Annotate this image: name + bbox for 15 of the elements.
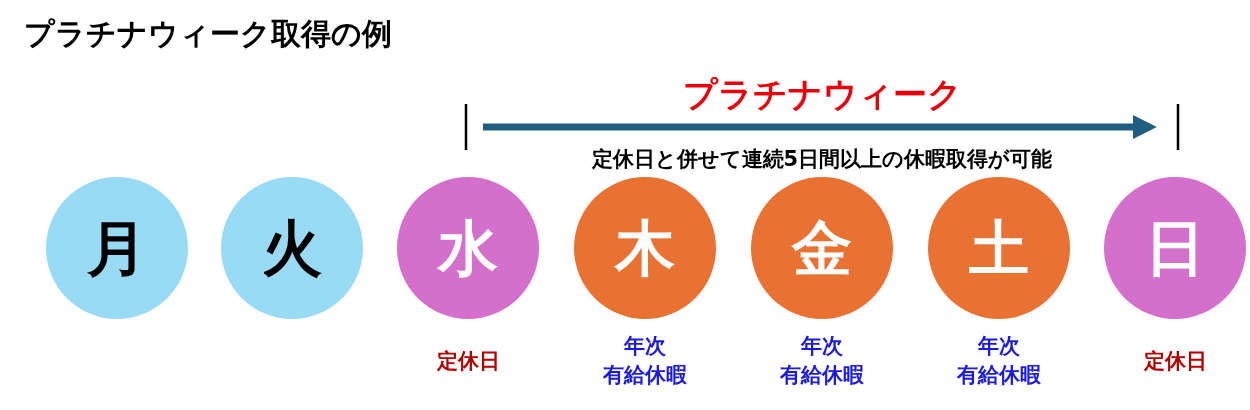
weekday-circle: 月 [46, 177, 188, 319]
weekday-circle: 日 [1104, 177, 1246, 319]
weekday-circle: 金 [751, 177, 893, 319]
range-note: 定休日と併せて連続5日間以上の休暇取得が可能 [591, 146, 1053, 172]
diagram-title: プラチナウィーク取得の例 [24, 15, 392, 53]
weekday-circle: 水 [397, 177, 539, 319]
day-caption: 年次有給休暇 [602, 333, 689, 389]
day-caption: 定休日 [436, 347, 500, 375]
day-caption: 年次有給休暇 [779, 333, 866, 389]
weekday-circle: 木 [574, 177, 716, 319]
day-caption: 年次有給休暇 [956, 333, 1043, 389]
day-caption: 定休日 [1143, 347, 1207, 375]
weekday-circle: 土 [928, 177, 1070, 319]
weekday-circle: 火 [221, 177, 363, 319]
range-title: プラチナウィーク [682, 73, 962, 115]
